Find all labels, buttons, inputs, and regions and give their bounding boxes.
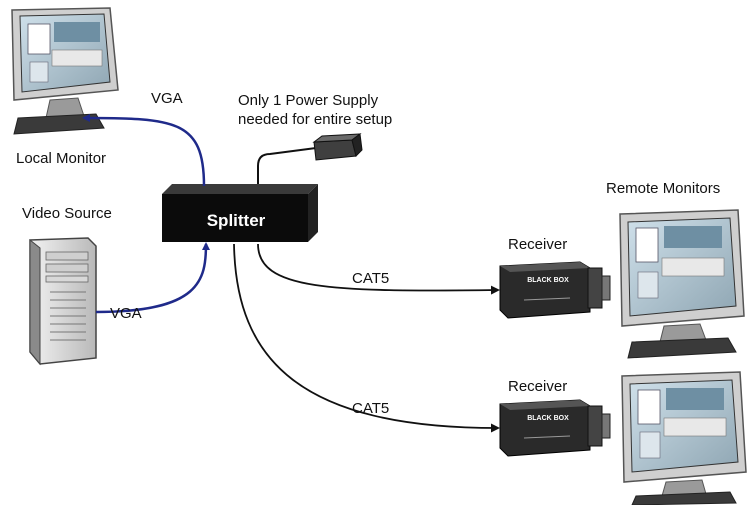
remote-monitor-1 bbox=[619, 209, 745, 359]
vga-cable-to-monitor bbox=[82, 114, 206, 187]
receiver-1: BLACK BOX bbox=[499, 261, 611, 319]
power-supply-note-line1: Only 1 Power Supply bbox=[238, 92, 379, 109]
receiver-2: BLACK BOX bbox=[499, 399, 611, 457]
remote-monitor-2 bbox=[621, 371, 747, 505]
remote-monitors-label: Remote Monitors bbox=[606, 180, 720, 197]
receiver-2-brand: BLACK BOX bbox=[527, 415, 569, 422]
receiver-1-brand: BLACK BOX bbox=[527, 277, 569, 284]
receiver-1-label: Receiver bbox=[508, 236, 567, 253]
vga-label-bottom: VGA bbox=[110, 305, 142, 322]
cat5-cable-2 bbox=[233, 243, 500, 433]
splitter-label: Splitter bbox=[207, 211, 266, 230]
video-source-label: Video Source bbox=[22, 205, 112, 222]
local-monitor bbox=[11, 7, 119, 135]
cat5-cable-1 bbox=[257, 243, 500, 295]
power-supply-note-line2: needed for entire setup bbox=[238, 111, 392, 128]
splitter-box bbox=[162, 184, 318, 242]
receiver-2-label: Receiver bbox=[508, 378, 567, 395]
video-source-tower bbox=[29, 237, 97, 366]
cat5-label-2: CAT5 bbox=[352, 400, 389, 417]
vga-cable-from-source bbox=[95, 242, 210, 314]
vga-label-top: VGA bbox=[151, 90, 183, 107]
local-monitor-label: Local Monitor bbox=[16, 150, 106, 167]
power-supply bbox=[257, 133, 363, 190]
cat5-label-1: CAT5 bbox=[352, 270, 389, 287]
